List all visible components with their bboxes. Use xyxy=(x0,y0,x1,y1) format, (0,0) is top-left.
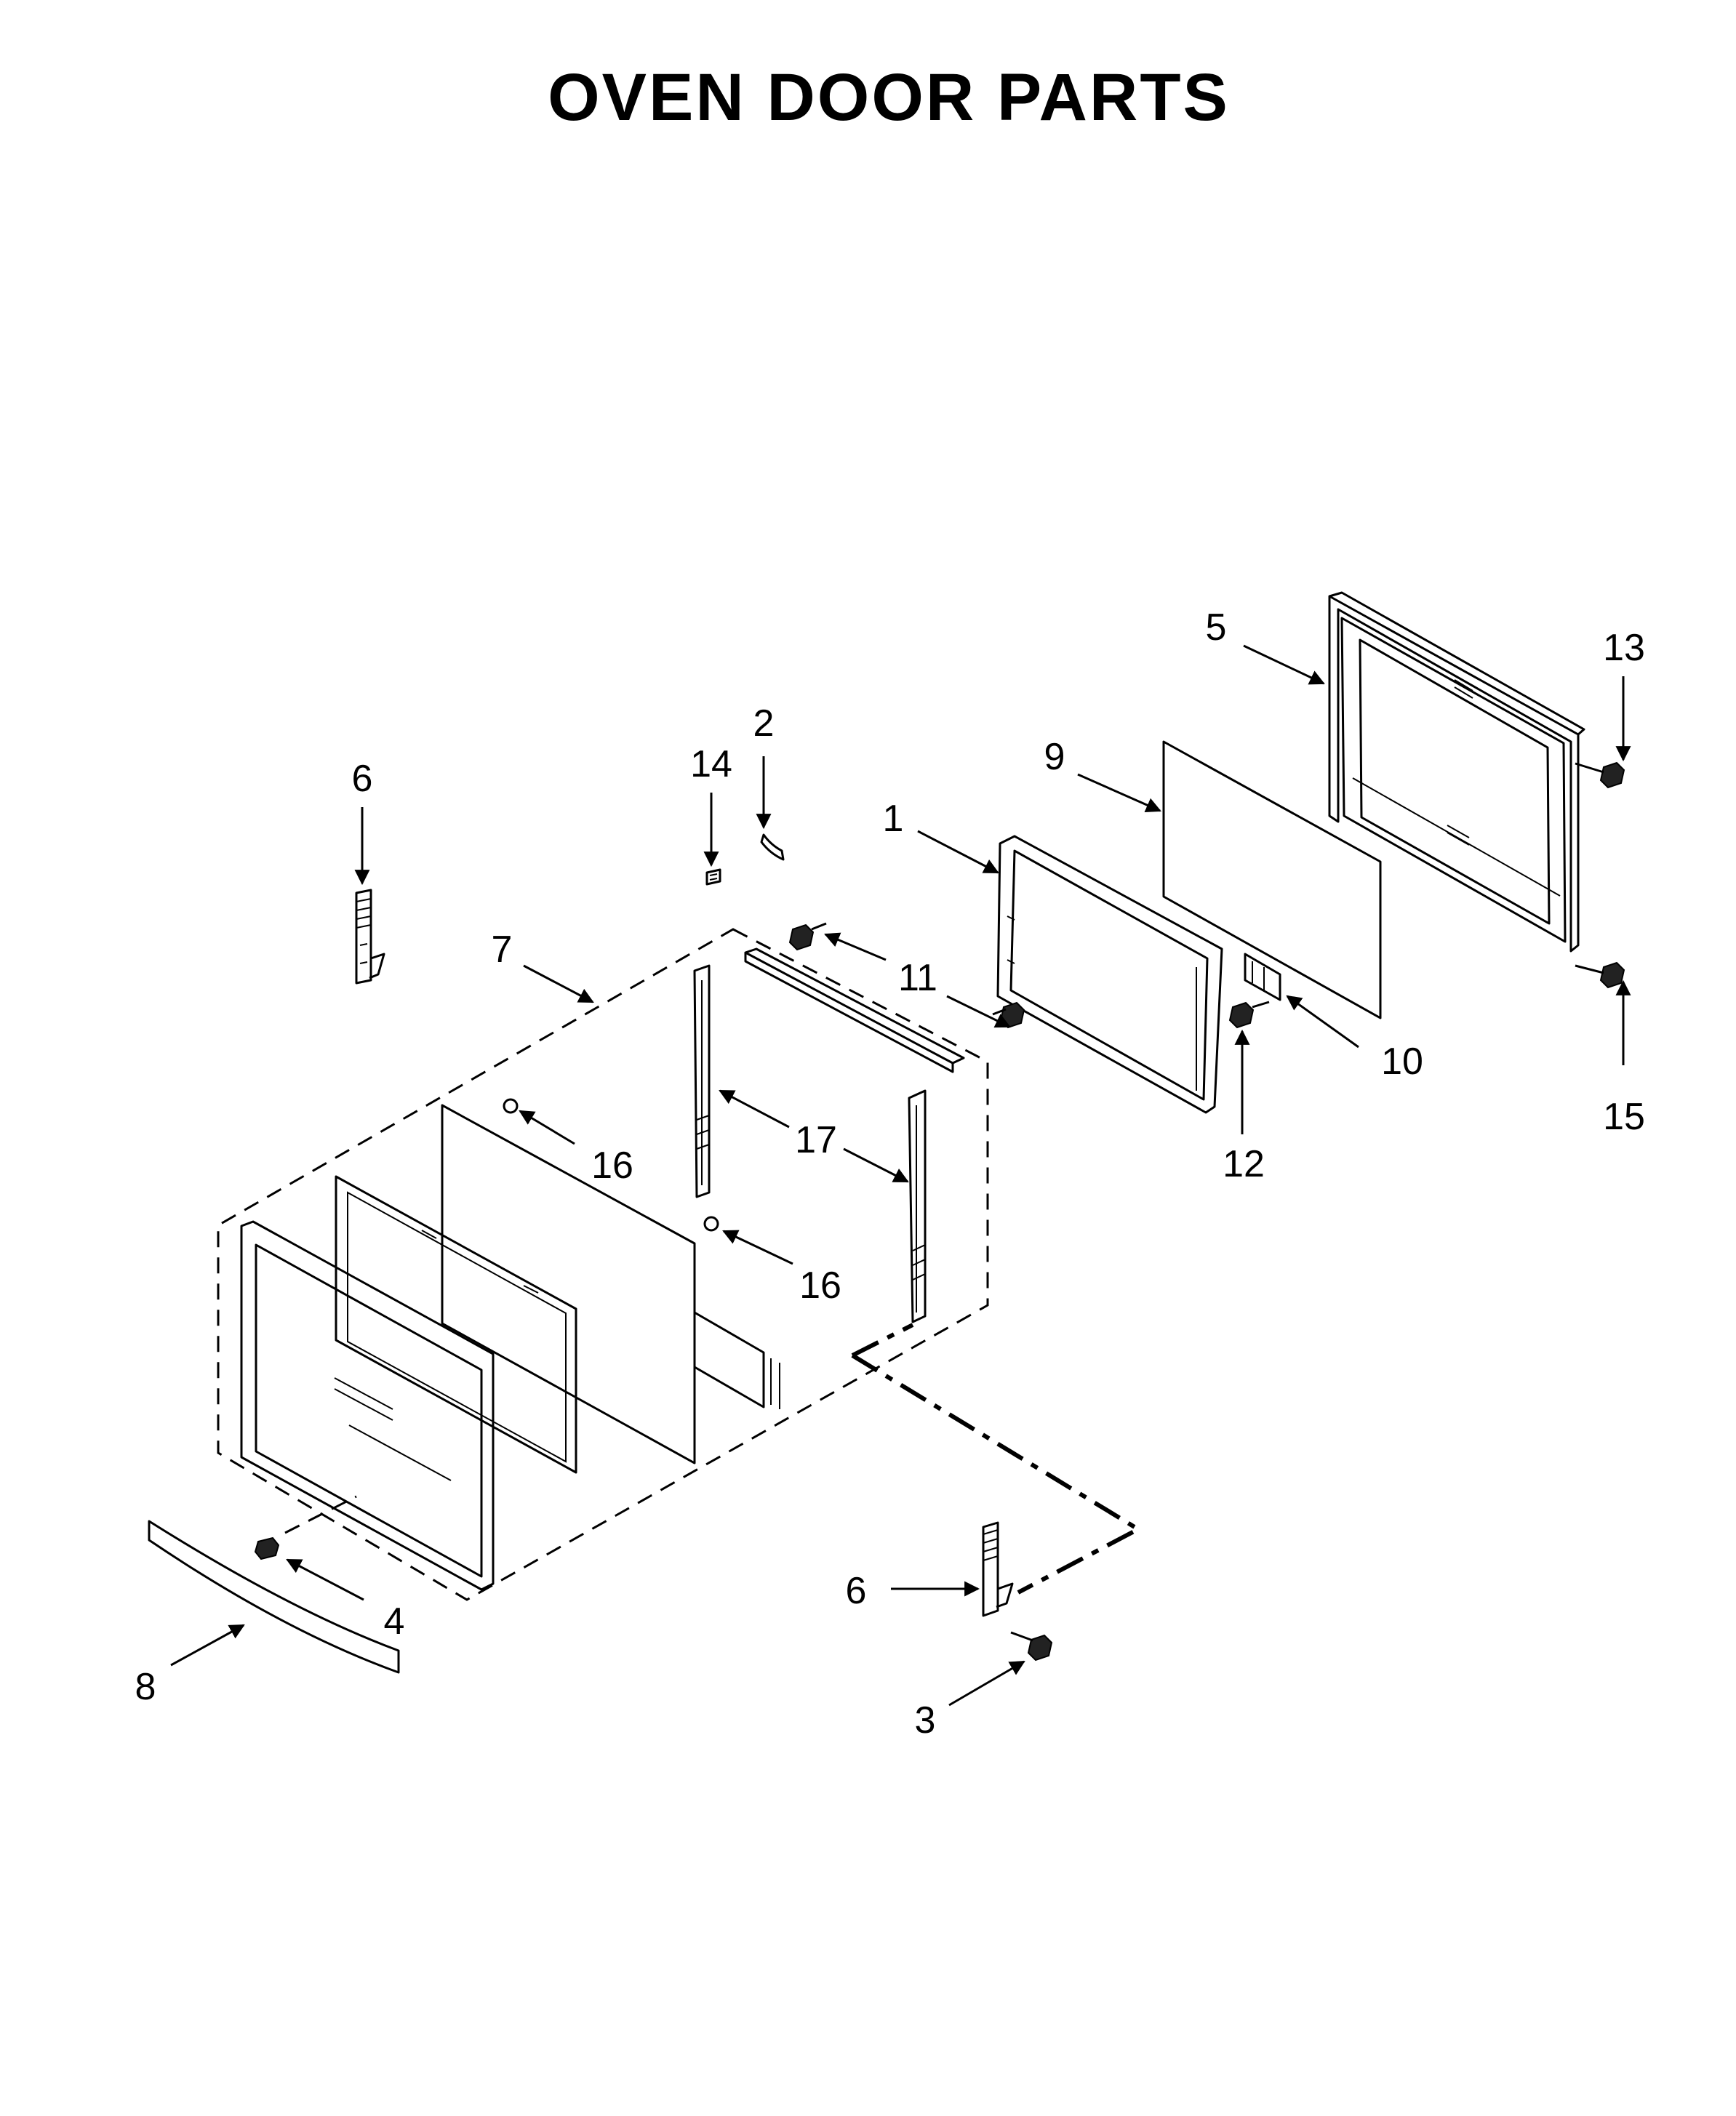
callout-17: 17 xyxy=(795,1119,837,1161)
part-5-inner-door-frame xyxy=(1328,591,1585,953)
part-14-clip xyxy=(705,868,721,886)
page-title: OVEN DOOR PARTS xyxy=(548,60,1230,135)
callout-8: 8 xyxy=(135,1666,156,1708)
callout-10: 10 xyxy=(1381,1041,1423,1083)
callout-15: 15 xyxy=(1603,1096,1645,1138)
callout-3: 3 xyxy=(915,1699,936,1742)
part-9-glass xyxy=(1162,740,1382,1019)
door-top-rail xyxy=(744,947,965,1073)
part-12-screw xyxy=(1228,1001,1270,1029)
part-1-door-liner xyxy=(996,835,1223,1114)
callout-9: 9 xyxy=(1044,736,1065,778)
part-16-grommet-upper xyxy=(503,1098,519,1114)
callout-6-lower: 6 xyxy=(846,1570,867,1612)
part-4-fastener xyxy=(254,1536,280,1560)
part-11-screw-upper xyxy=(788,922,827,951)
callout-4: 4 xyxy=(384,1600,405,1643)
part-10-bracket xyxy=(1244,953,1281,1001)
part-6-hinge-upper xyxy=(355,889,385,985)
callout-2: 2 xyxy=(753,702,775,745)
callout-11: 11 xyxy=(898,957,937,999)
part-17-side-rail-left xyxy=(693,964,711,1198)
door-middle-glass xyxy=(441,1104,696,1464)
part-11-screw-lower xyxy=(992,1001,1025,1029)
callout-12: 12 xyxy=(1223,1143,1265,1185)
callout-14: 14 xyxy=(690,743,732,785)
part-7-outer-door-assembly-outline xyxy=(217,928,989,1601)
part-2-clip xyxy=(760,833,785,861)
callout-16-upper: 16 xyxy=(591,1145,633,1187)
callout-6-upper: 6 xyxy=(352,758,373,800)
part-3-screw xyxy=(1010,1631,1053,1662)
callout-1: 1 xyxy=(883,798,904,840)
door-glass-retainer xyxy=(335,1175,577,1474)
part-4-dashed-guide xyxy=(284,1495,357,1534)
part-13-screw xyxy=(1575,761,1625,789)
callout-5: 5 xyxy=(1206,606,1227,649)
hinge-connection-line xyxy=(851,1323,1143,1595)
callout-13: 13 xyxy=(1603,627,1645,669)
callout-16-lower: 16 xyxy=(799,1265,841,1307)
part-16-grommet-lower xyxy=(703,1216,719,1232)
callout-7: 7 xyxy=(492,929,513,971)
part-6-hinge-lower xyxy=(982,1521,1014,1617)
part-15-screw xyxy=(1575,961,1625,989)
part-17-side-rail-right xyxy=(908,1089,927,1323)
door-lower-glass-strip xyxy=(693,1311,780,1409)
part-8-door-handle xyxy=(148,1520,400,1674)
door-outer-panel xyxy=(240,1220,495,1591)
leader-arrows xyxy=(170,644,1631,1707)
